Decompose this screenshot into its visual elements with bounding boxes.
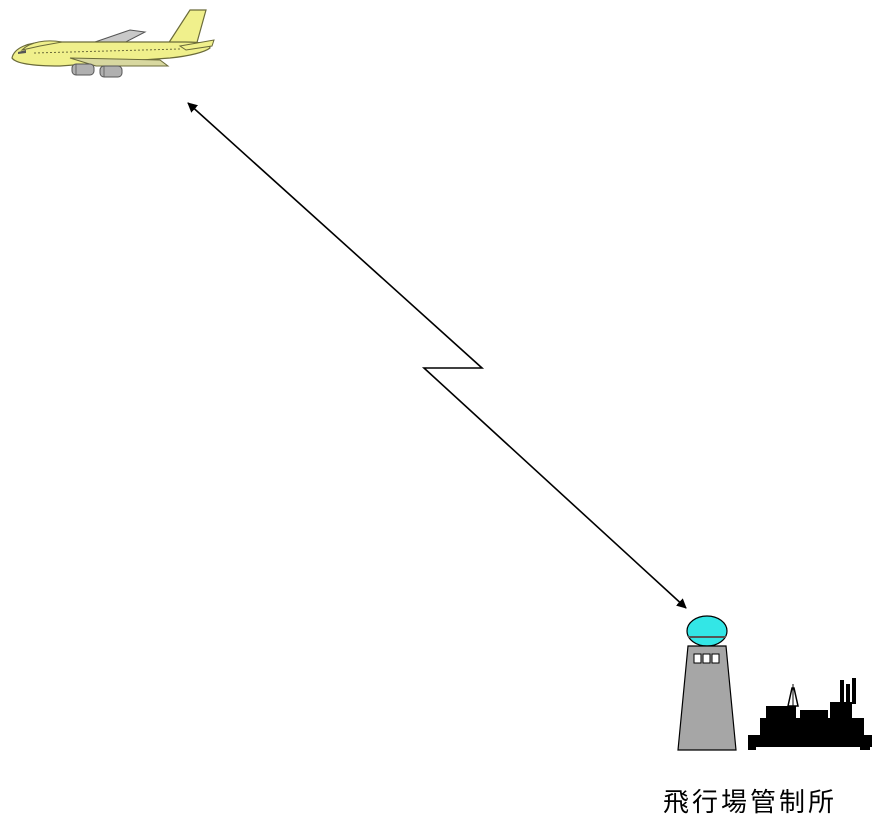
airplane-icon [11, 9, 215, 78]
tower-label: 飛行場管制所 [662, 788, 837, 818]
communication-link [187, 102, 687, 609]
control-tower-icon [677, 615, 737, 751]
terminal-building-icon [748, 678, 872, 750]
